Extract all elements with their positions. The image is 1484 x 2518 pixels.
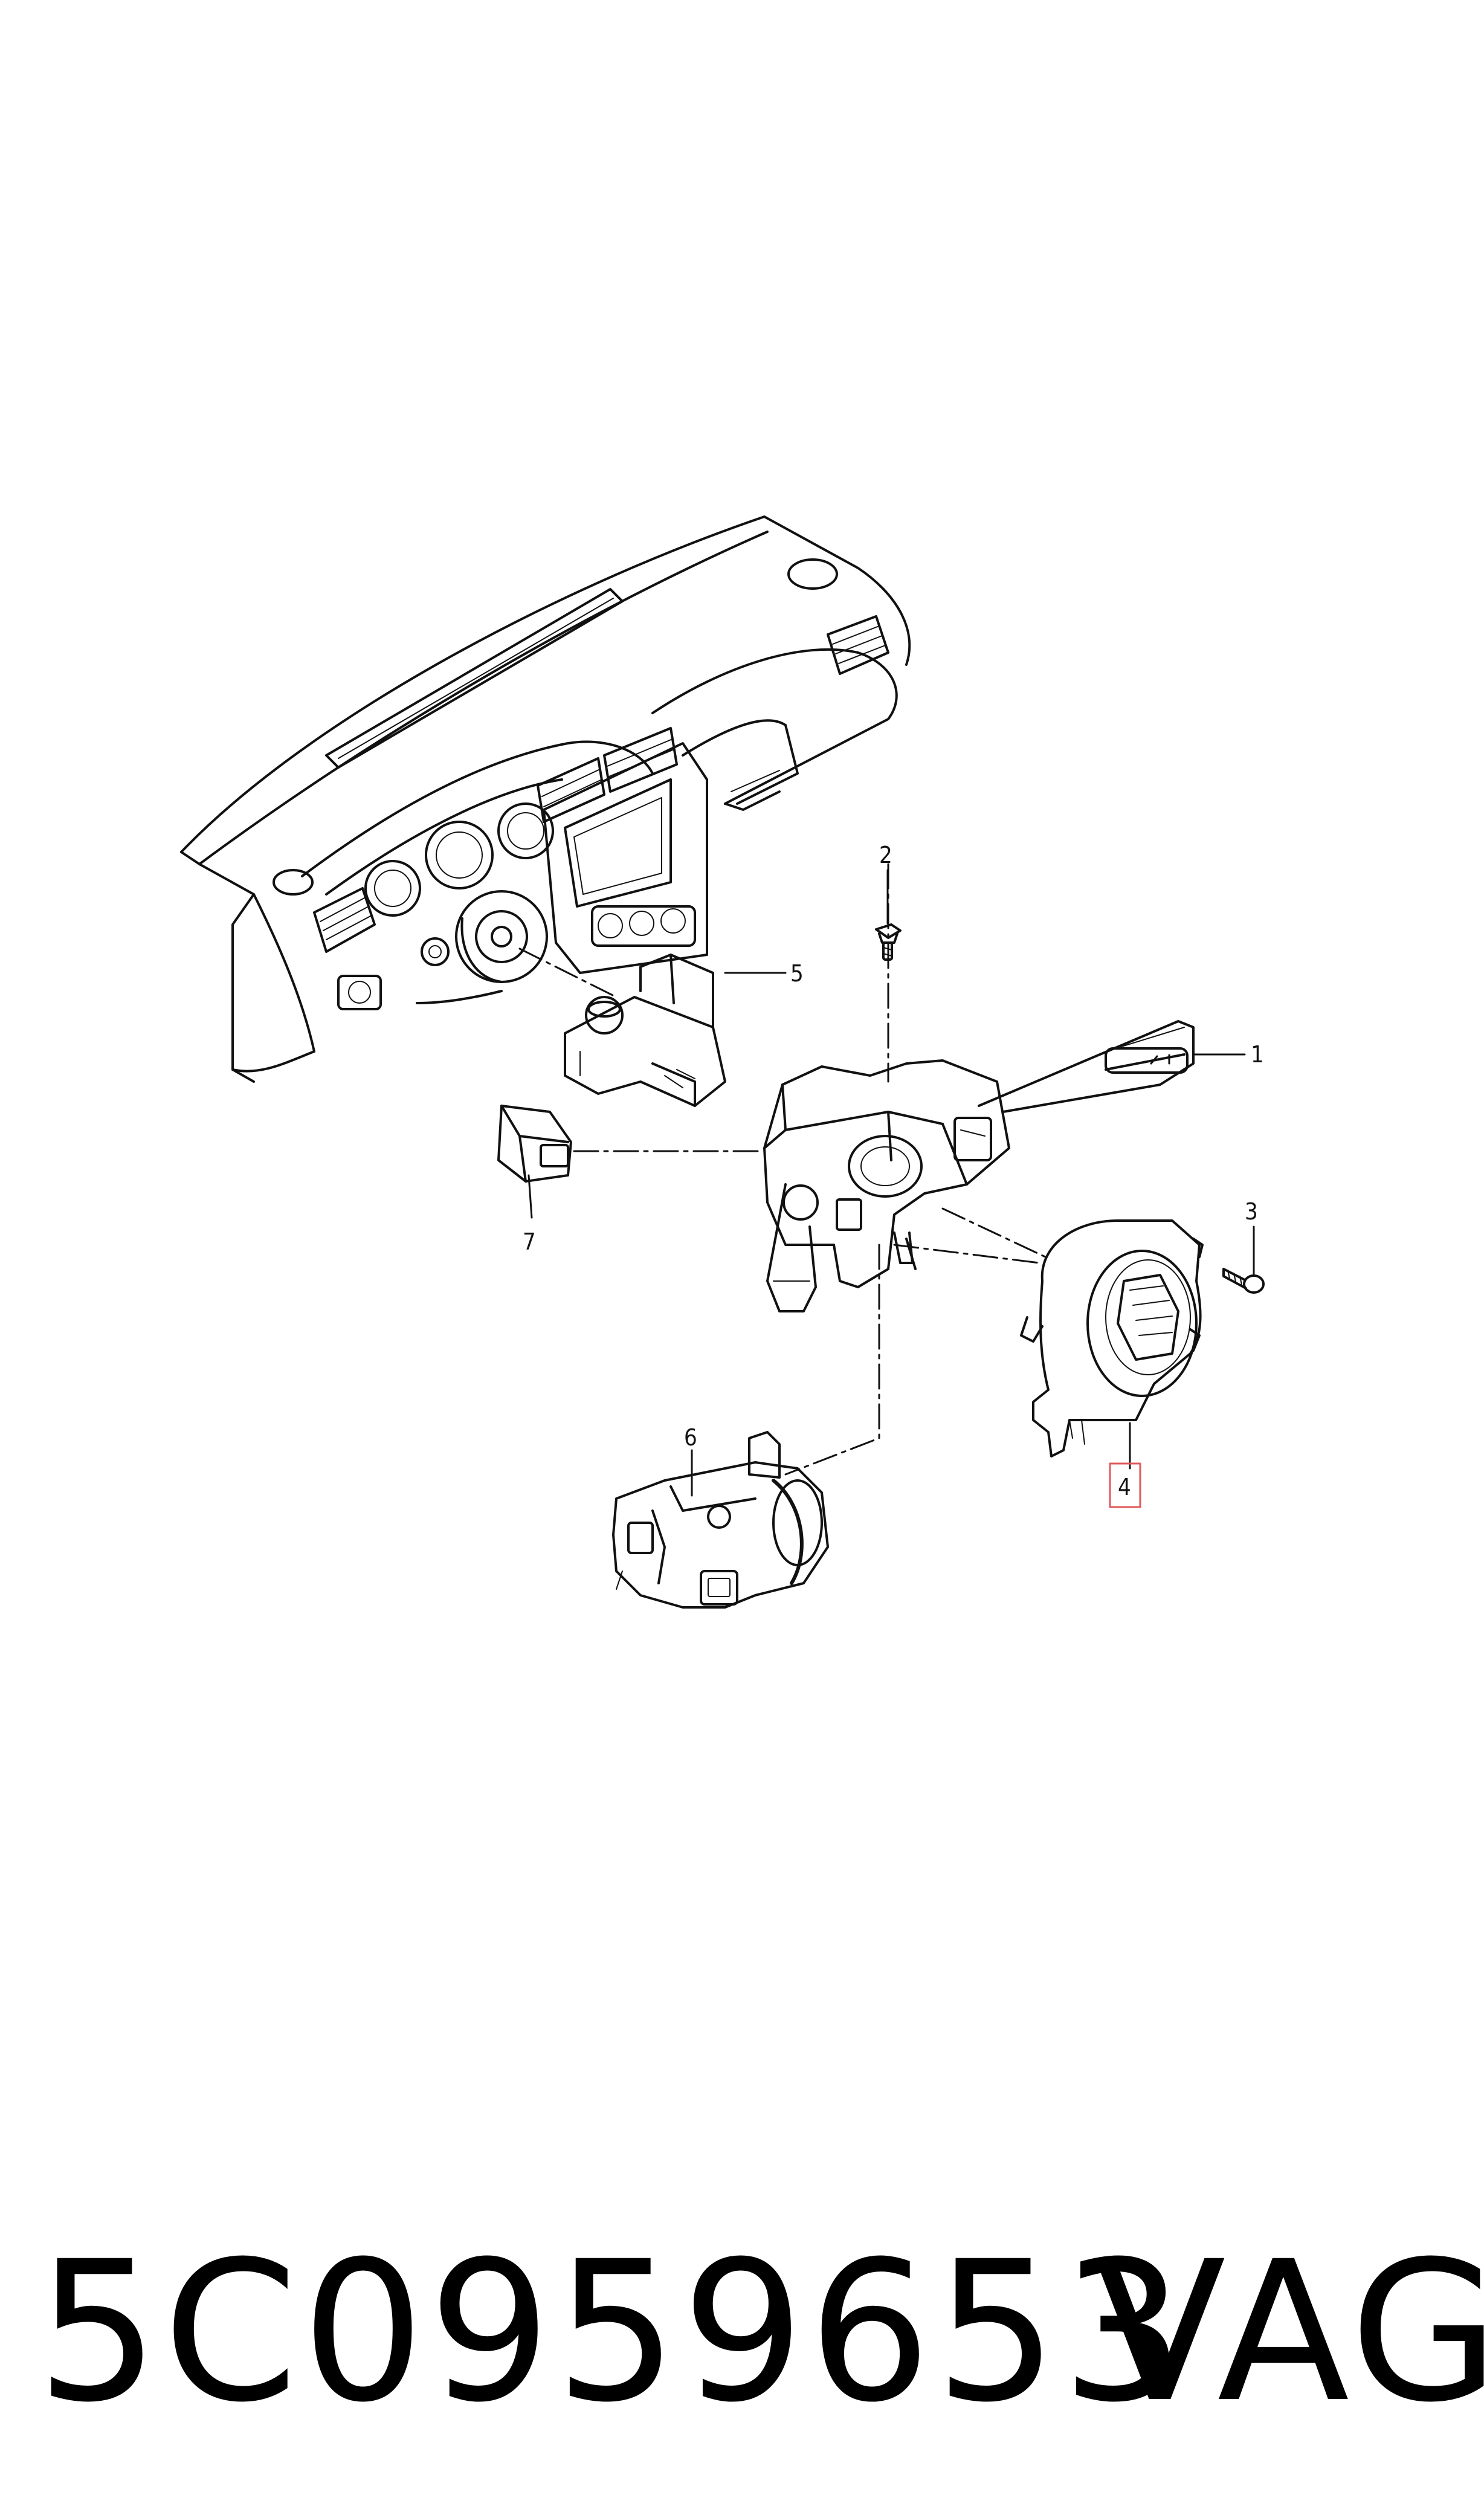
callout-1: 1	[1251, 1041, 1264, 1068]
part-3-bolt	[1222, 1225, 1265, 1294]
callout-4-highlight-box	[1109, 1462, 1141, 1508]
callout-leader-lines	[527, 972, 1246, 1219]
callout-6: 6	[684, 1424, 697, 1451]
part-4-clock-spring	[1020, 1219, 1204, 1470]
callout-7: 7	[523, 1228, 536, 1255]
callout-4: 4	[1118, 1474, 1131, 1500]
part-5-bracket	[564, 954, 726, 1107]
part-7-switch	[497, 1105, 572, 1183]
leader-lines	[518, 863, 1047, 1476]
callout-5: 5	[790, 960, 804, 987]
part-6-ignition-lock	[612, 1431, 829, 1609]
part-1-combination-switch	[763, 1020, 1195, 1312]
part-2-screw	[875, 869, 902, 961]
callout-2: 2	[879, 842, 892, 868]
part-number: 5C0959653	[36, 2220, 1189, 2445]
callout-3: 3	[1245, 1198, 1258, 1225]
callout-labels: 1 2 3 4 5 6 7	[523, 842, 1264, 1508]
parts-diagram: 1 2 3 4 5 6 7	[180, 515, 1265, 1609]
dashboard-illustration	[180, 515, 911, 1083]
brand-name: VAG	[1094, 2220, 1484, 2445]
